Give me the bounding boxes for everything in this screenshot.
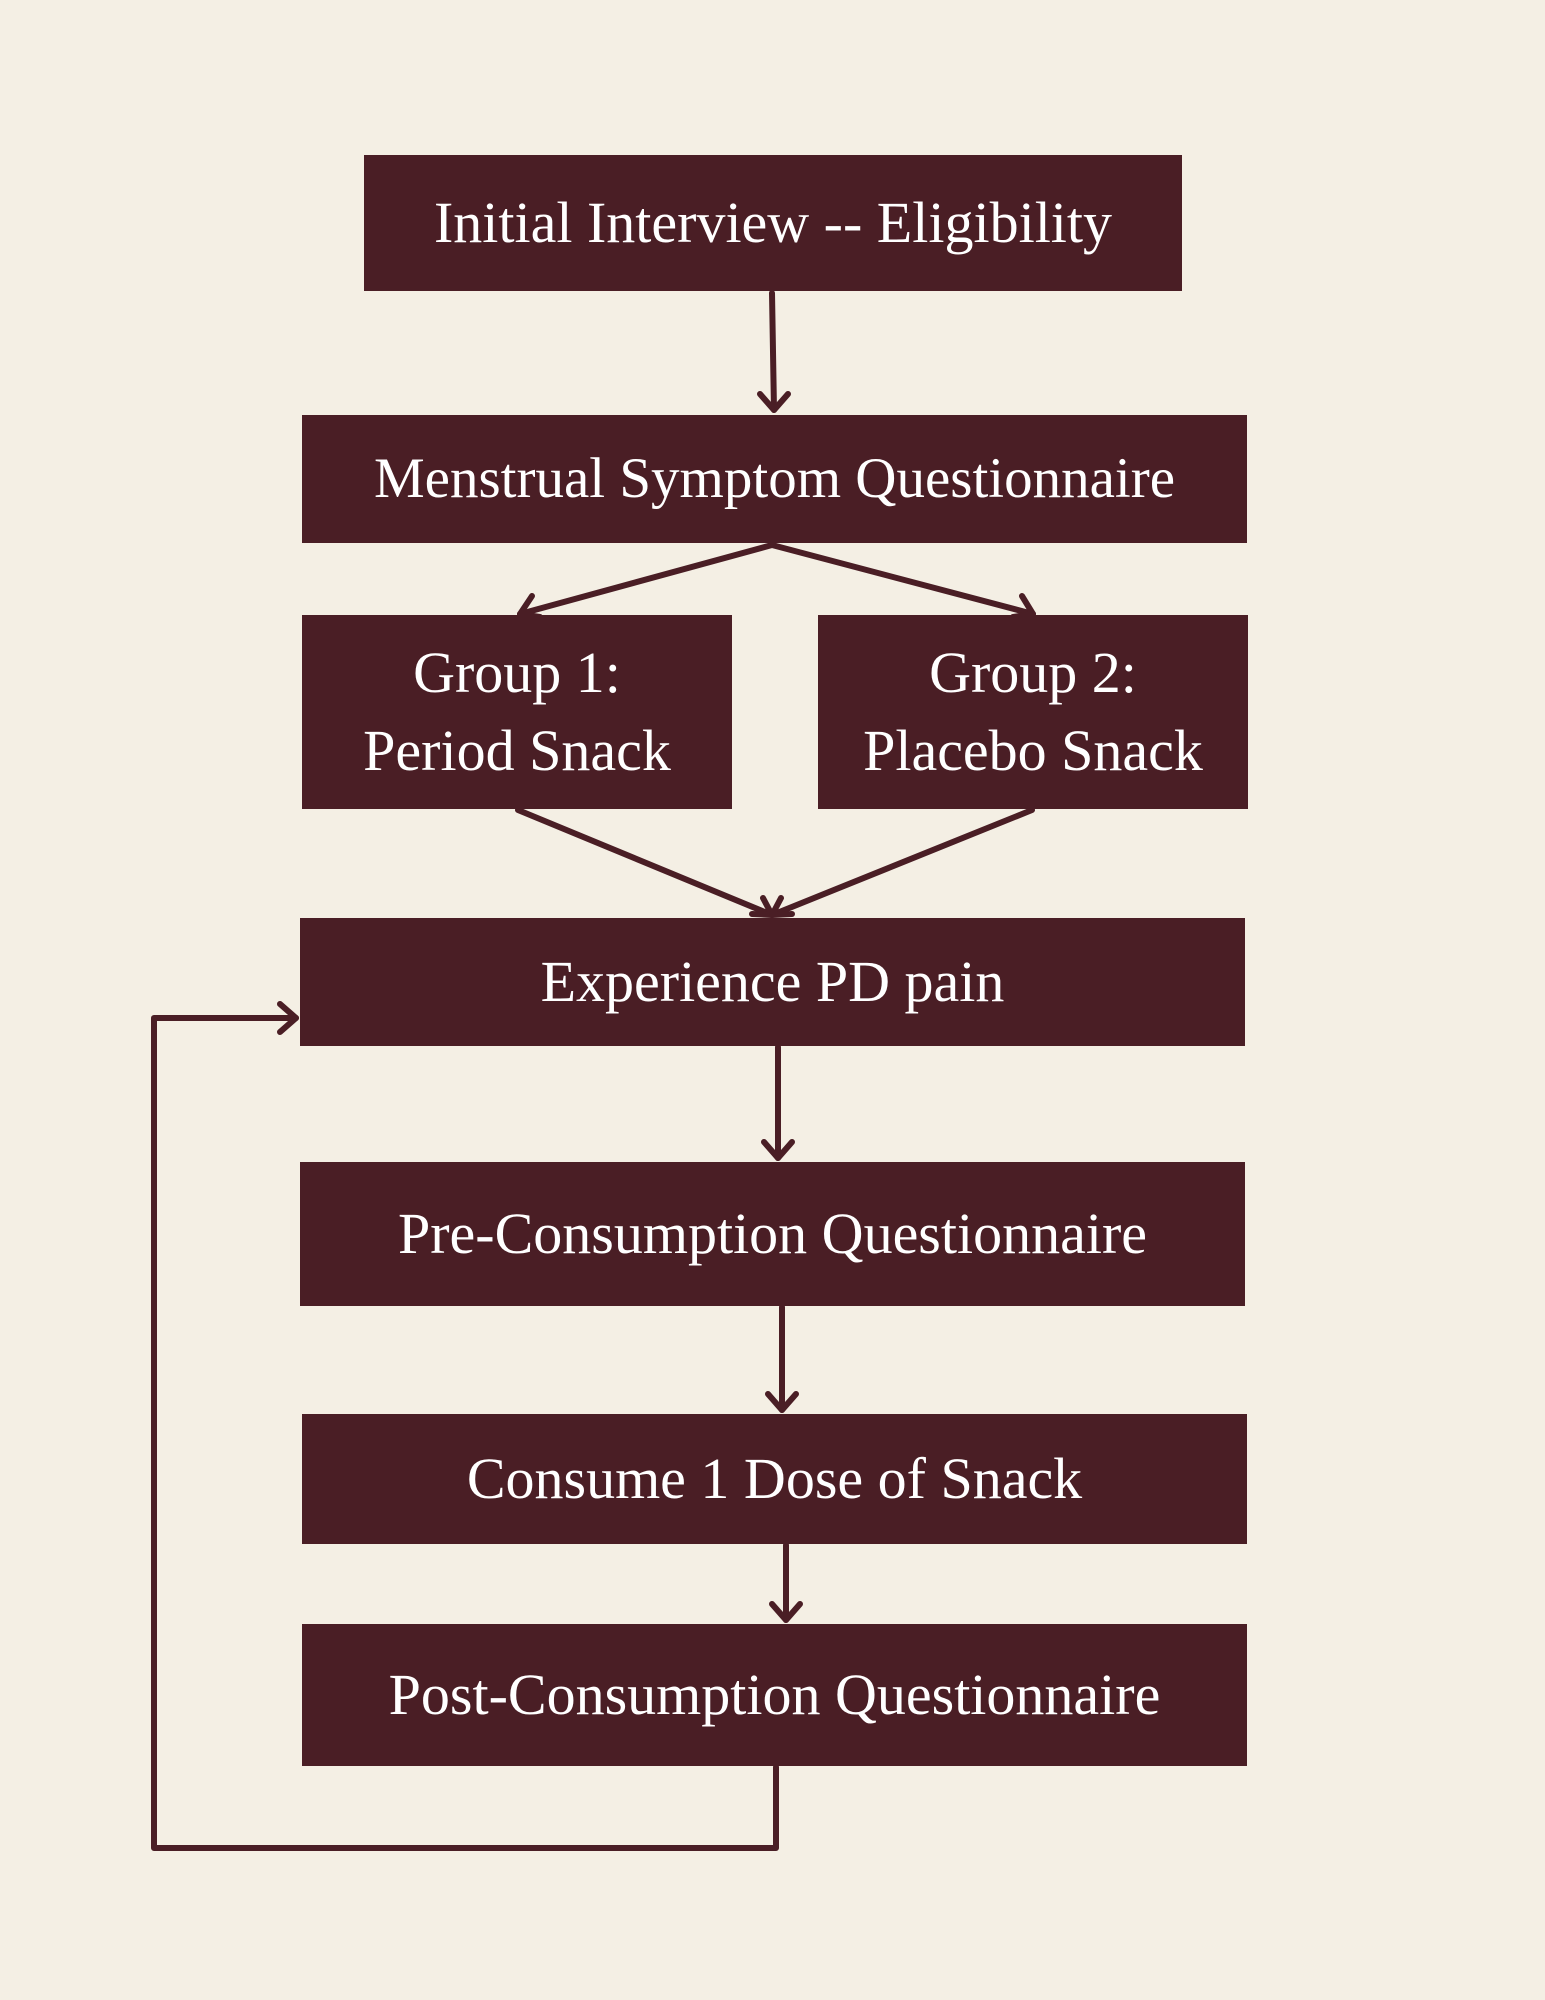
arrow-menstrual-to-group2 xyxy=(769,542,1036,620)
group2-label: Placebo Snack xyxy=(863,718,1203,783)
arrow-experience-to-pre xyxy=(761,1044,795,1161)
arrow-loop-post-to-experience xyxy=(151,1001,779,1851)
arrow-group1-to-experience xyxy=(515,807,775,918)
group2-title: Group 2: xyxy=(929,639,1137,705)
menstrual-questionnaire-box: Menstrual Symptom Questionnaire xyxy=(302,415,1247,543)
arrow-menstrual-to-group1 xyxy=(517,542,775,620)
arrow-consume-to-post xyxy=(769,1542,803,1623)
experience-pain-box: Experience PD pain xyxy=(300,918,1245,1046)
group1-title: Group 1: xyxy=(413,639,621,705)
post-consumption-box: Post-Consumption Questionnaire xyxy=(302,1624,1247,1766)
arrow-group2-to-experience xyxy=(769,807,1035,918)
initial-interview-label: Initial Interview -- Eligibility xyxy=(433,189,1113,255)
experience-pain-label: Experience PD pain xyxy=(540,948,1005,1014)
pre-consumption-label: Pre-Consumption Questionnaire xyxy=(397,1200,1148,1266)
post-consumption-label: Post-Consumption Questionnaire xyxy=(388,1661,1161,1727)
pre-consumption-box: Pre-Consumption Questionnaire xyxy=(300,1162,1245,1306)
consume-dose-label: Consume 1 Dose of Snack xyxy=(466,1445,1083,1511)
arrow-pre-to-consume xyxy=(765,1304,799,1413)
group2-box: Group 2: Placebo Snack xyxy=(818,615,1248,809)
group1-label: Period Snack xyxy=(363,718,671,783)
group1-box: Group 1: Period Snack xyxy=(302,615,732,809)
arrow-initial-to-menstrual xyxy=(757,290,791,413)
consume-dose-box: Consume 1 Dose of Snack xyxy=(302,1414,1247,1544)
menstrual-questionnaire-label: Menstrual Symptom Questionnaire xyxy=(373,446,1176,510)
initial-interview-box: Initial Interview -- Eligibility xyxy=(364,155,1182,291)
